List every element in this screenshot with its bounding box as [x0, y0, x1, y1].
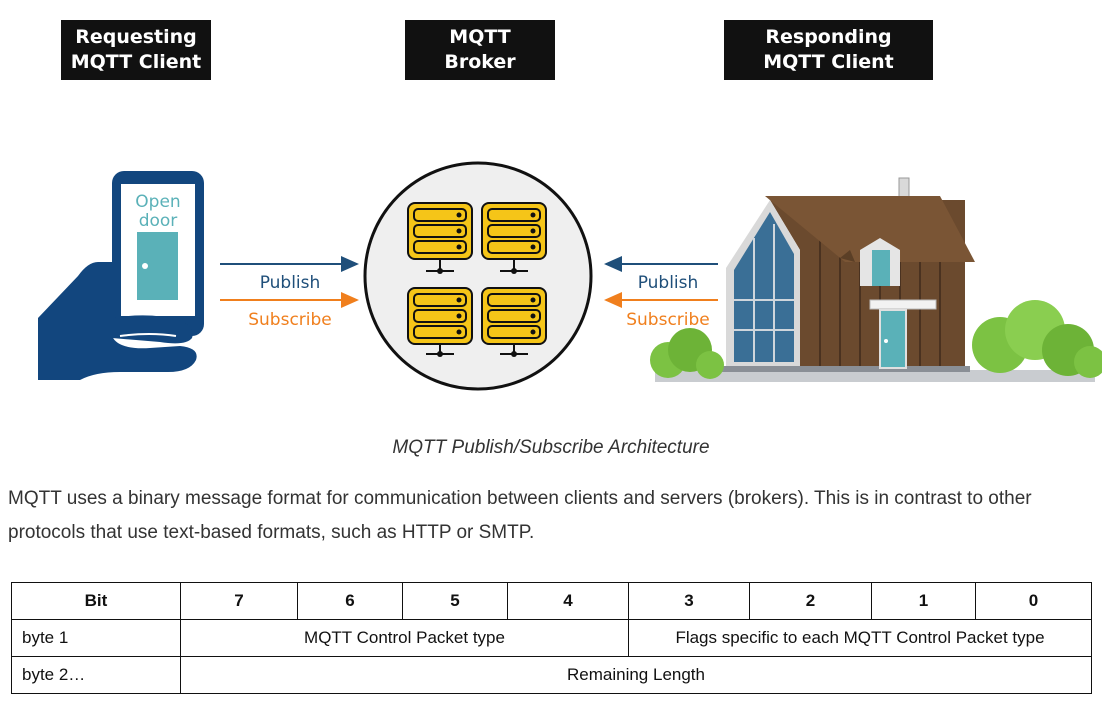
broker-label-line2: Broker — [444, 51, 516, 73]
broker-label-line1: MQTT — [449, 26, 511, 48]
body-paragraph: MQTT uses a binary message format for co… — [8, 488, 1032, 543]
byte2-label: byte 2… — [11, 656, 181, 694]
header-cell-3: 3 — [628, 582, 750, 620]
responding-label-line2: MQTT Client — [763, 51, 894, 73]
header-cell-0: 0 — [975, 582, 1092, 620]
architecture-diagram: Open door Publish Subscribe — [38, 161, 1102, 391]
right-subscribe-label: Subscribe — [626, 310, 710, 330]
header-cell-1: 1 — [871, 582, 976, 620]
left-publish-label: Publish — [260, 273, 321, 293]
house-icon — [650, 177, 1102, 382]
requesting-client-label: Requesting MQTT Client — [61, 20, 211, 80]
mqtt-fixed-header-table: Bit 7 6 5 4 3 2 1 0 byte 1 MQTT Control … — [11, 582, 1092, 694]
broker-label: MQTT Broker — [405, 20, 555, 80]
phone-hand-icon: Open door — [38, 171, 204, 380]
responding-client-label: Responding MQTT Client — [724, 20, 933, 80]
responding-label-line1: Responding — [765, 26, 892, 48]
phone-screen-line1: Open — [135, 192, 180, 212]
header-cell-7: 7 — [180, 582, 298, 620]
phone-screen-line2: door — [139, 211, 178, 231]
packet-type-cell: MQTT Control Packet type — [180, 619, 629, 657]
broker-servers-icon — [363, 161, 593, 391]
header-cell-5: 5 — [402, 582, 508, 620]
left-subscribe-label: Subscribe — [248, 310, 332, 330]
requesting-label-line2: MQTT Client — [70, 51, 202, 73]
remaining-length-cell: Remaining Length — [180, 656, 1092, 694]
table-row: byte 2… Remaining Length — [11, 656, 1092, 694]
flags-cell: Flags specific to each MQTT Control Pack… — [628, 619, 1092, 657]
header-cell-4: 4 — [507, 582, 629, 620]
table-row: byte 1 MQTT Control Packet type Flags sp… — [11, 619, 1092, 657]
header-cell-6: 6 — [297, 582, 403, 620]
header-cell-2: 2 — [749, 582, 872, 620]
byte1-label: byte 1 — [11, 619, 181, 657]
figure-caption: MQTT Publish/Subscribe Architecture — [392, 437, 710, 458]
table-header-row: Bit 7 6 5 4 3 2 1 0 — [11, 582, 1092, 620]
right-publish-label: Publish — [638, 273, 699, 293]
header-cell-bit: Bit — [11, 582, 181, 620]
requesting-label-line1: Requesting — [75, 26, 197, 48]
